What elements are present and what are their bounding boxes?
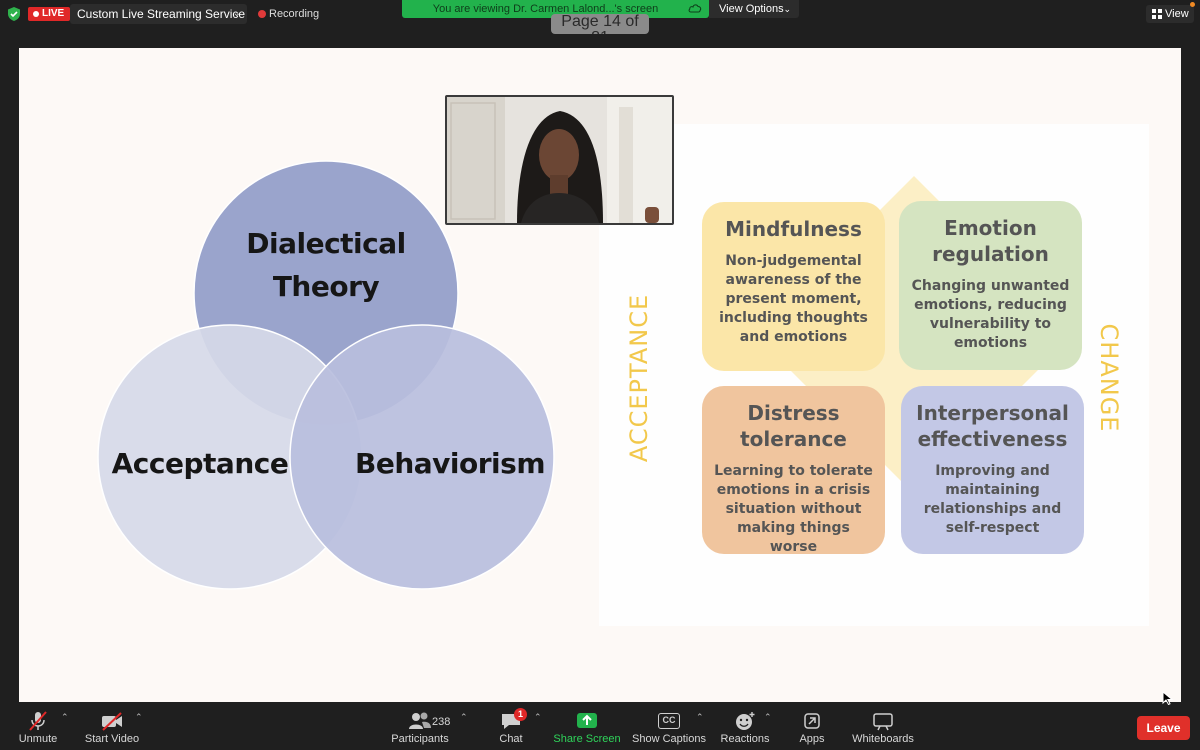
show-captions-label: Show Captions	[632, 733, 706, 745]
venn-svg	[97, 160, 555, 590]
share-screen-icon	[577, 713, 597, 728]
top-bar: LIVE Custom Live Streaming Service ⌄ Rec…	[0, 0, 1200, 34]
unmute-button[interactable]: Unmute	[13, 702, 63, 750]
reactions-button[interactable]: Reactions	[718, 702, 772, 750]
live-dot-icon	[33, 11, 39, 17]
notification-dot	[1190, 2, 1195, 7]
chat-unread-badge: 1	[514, 708, 527, 721]
whiteboards-label: Whiteboards	[852, 733, 914, 745]
quadrant-distress-tolerance: Distress tolerance Learning to tolerate …	[702, 386, 885, 555]
start-video-button[interactable]: Start Video	[82, 702, 142, 750]
quadrant-description: Improving and maintaining relationships …	[923, 463, 1062, 536]
participants-count: 238	[432, 716, 451, 728]
quadrant-title: Interpersonal effectiveness	[916, 401, 1069, 451]
dbt-skills-panel: ACCEPTANCE CHANGE Mindfulness Non-judgem…	[599, 124, 1149, 626]
cloud-icon	[688, 4, 702, 13]
recording-label: Recording	[269, 8, 320, 20]
participants-button[interactable]: Participants	[388, 702, 452, 750]
participants-icon	[409, 712, 431, 729]
captions-icon-text: CC	[662, 715, 676, 725]
grid-view-icon	[1152, 9, 1162, 19]
audio-options-caret-icon[interactable]: ⌃	[61, 712, 69, 722]
speaker-video-tile[interactable]	[445, 95, 674, 225]
speaker-video-feed	[447, 97, 672, 223]
quadrant-description: Non-judgemental awareness of the present…	[719, 253, 868, 345]
shield-icon[interactable]	[6, 6, 22, 22]
whiteboard-icon	[873, 713, 893, 731]
venn-label-top: Dialectical Theory	[246, 227, 406, 303]
view-options-dropdown[interactable]: View Options ⌄	[709, 0, 799, 18]
chat-options-caret-icon[interactable]: ⌃	[534, 712, 542, 722]
show-captions-button[interactable]: CC Show Captions	[630, 702, 708, 750]
quadrant-interpersonal-effectiveness: Interpersonal effectiveness Improving an…	[901, 386, 1084, 554]
start-video-label: Start Video	[84, 733, 140, 745]
reactions-label: Reactions	[720, 733, 770, 745]
participants-label: Participants	[391, 733, 449, 745]
viewing-banner-text: You are viewing Dr. Carmen Lalond...'s s…	[432, 3, 659, 15]
venn-label-right: Behaviorism	[355, 447, 546, 480]
quadrant-emotion-regulation: Emotion regulation Changing unwanted emo…	[899, 201, 1082, 370]
venn-circle-right	[289, 324, 555, 590]
view-button[interactable]: View	[1146, 5, 1194, 23]
video-options-caret-icon[interactable]: ⌃	[135, 712, 143, 722]
live-label: LIVE	[42, 8, 65, 19]
apps-button[interactable]: Apps	[793, 702, 831, 750]
view-options-label: View Options	[719, 3, 784, 15]
microphone-muted-icon	[29, 711, 47, 731]
recording-dot-icon	[258, 10, 266, 18]
whiteboards-button[interactable]: Whiteboards	[850, 702, 916, 750]
meeting-toolbar: Unmute ⌃ Start Video ⌃ Participants 238 …	[0, 702, 1200, 750]
leave-button[interactable]: Leave	[1137, 716, 1190, 740]
quadrant-mindfulness: Mindfulness Non-judgemental awareness of…	[702, 202, 885, 371]
live-badge: LIVE	[28, 7, 71, 21]
leave-label: Leave	[1146, 721, 1181, 735]
venn-diagram: Dialectical Theory Acceptance Behavioris…	[19, 48, 579, 702]
share-screen-label: Share Screen	[553, 733, 621, 745]
viewing-screen-banner: You are viewing Dr. Carmen Lalond...'s s…	[402, 0, 709, 18]
unmute-label: Unmute	[18, 733, 58, 745]
video-off-icon	[102, 712, 122, 731]
chevron-down-icon: ⌄	[783, 4, 791, 14]
quadrant-title: Emotion regulation	[932, 216, 1049, 266]
streaming-service-label: Custom Live Streaming Service	[77, 7, 246, 21]
apps-icon	[804, 713, 820, 729]
page-indicator: Page 14 of 81	[551, 14, 649, 34]
chat-label: Chat	[499, 733, 523, 745]
page-indicator-text: Page 14 of 81	[561, 14, 639, 34]
acceptance-side-label: ACCEPTANCE	[625, 293, 653, 463]
streaming-service-dropdown[interactable]: Custom Live Streaming Service ⌄	[70, 4, 247, 24]
mouse-cursor-icon	[1162, 691, 1174, 705]
recording-indicator[interactable]: Recording	[258, 8, 319, 20]
reactions-icon	[736, 712, 755, 730]
quadrant-description: Changing unwanted emotions, reducing vul…	[911, 278, 1070, 351]
captions-icon: CC	[658, 713, 680, 729]
quadrant-title: Distress tolerance	[740, 401, 847, 451]
change-side-label: CHANGE	[1095, 323, 1123, 433]
quadrant-title: Mindfulness	[725, 217, 862, 241]
venn-label-left: Acceptance	[111, 447, 289, 480]
chevron-down-icon: ⌄	[232, 8, 241, 19]
reactions-options-caret-icon[interactable]: ⌃	[764, 712, 772, 722]
quadrant-description: Learning to tolerate emotions in a crisi…	[714, 463, 873, 555]
apps-label: Apps	[799, 733, 825, 745]
view-label: View	[1165, 8, 1189, 20]
share-screen-button[interactable]: Share Screen	[553, 702, 621, 750]
participants-options-caret-icon[interactable]: ⌃	[460, 712, 468, 722]
captions-options-caret-icon[interactable]: ⌃	[696, 712, 704, 722]
